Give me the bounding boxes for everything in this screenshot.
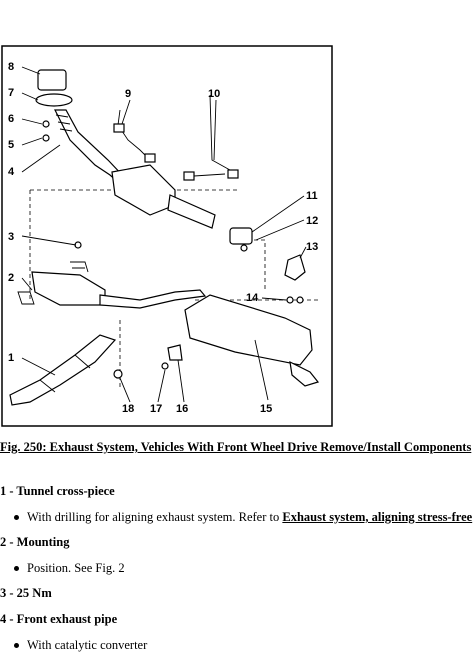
callout-2: 2 (8, 272, 14, 284)
callout-3: 3 (8, 231, 14, 243)
diagram-frame (1, 45, 333, 427)
callout-18: 18 (122, 403, 134, 415)
callout-6: 6 (8, 113, 14, 125)
callout-8: 8 (8, 61, 14, 73)
item-2-heading: 2 - Mounting (0, 535, 70, 549)
callout-5: 5 (8, 139, 14, 151)
bullet-icon (14, 514, 19, 520)
callout-4: 4 (8, 166, 15, 178)
item-1-heading: 1 - Tunnel cross-piece (0, 484, 115, 498)
item-1-text: With drilling for aligning exhaust syste… (27, 510, 283, 524)
callout-9: 9 (125, 88, 131, 100)
item-4-bullet: With catalytic converter (14, 638, 147, 653)
figure-caption: Fig. 250: Exhaust System, Vehicles With … (0, 440, 472, 454)
callout-15: 15 (260, 403, 272, 415)
callout-13: 13 (306, 241, 318, 253)
callout-17: 17 (150, 403, 162, 415)
exhaust-system-diagram: 8 7 6 5 4 9 10 11 12 13 3 2 14 1 18 17 1… (1, 45, 333, 427)
rear-silencer (184, 294, 313, 366)
callout-14: 14 (246, 292, 259, 304)
item-4-heading: 4 - Front exhaust pipe (0, 612, 118, 626)
tunnel-cross-piece (9, 334, 117, 406)
item-3-heading: 3 - 25 Nm (0, 586, 52, 600)
aligning-stress-free-link[interactable]: Exhaust system, aligning stress-free (282, 510, 473, 524)
callout-1: 1 (8, 352, 14, 364)
bullet-icon (14, 642, 19, 648)
callout-11: 11 (306, 190, 318, 202)
item-1-bullet: With drilling for aligning exhaust syste… (14, 510, 472, 525)
callout-12: 12 (306, 215, 318, 227)
bullet-icon (14, 565, 19, 571)
front-exhaust-pipe (35, 69, 126, 183)
callout-10: 10 (208, 88, 220, 100)
callout-16: 16 (176, 403, 188, 415)
item-2-bullet: Position. See Fig. 2 (14, 561, 125, 576)
item-4-text: With catalytic converter (27, 638, 148, 652)
callout-7: 7 (8, 87, 14, 99)
item-2-text: Position. See Fig. 2 (27, 561, 125, 575)
